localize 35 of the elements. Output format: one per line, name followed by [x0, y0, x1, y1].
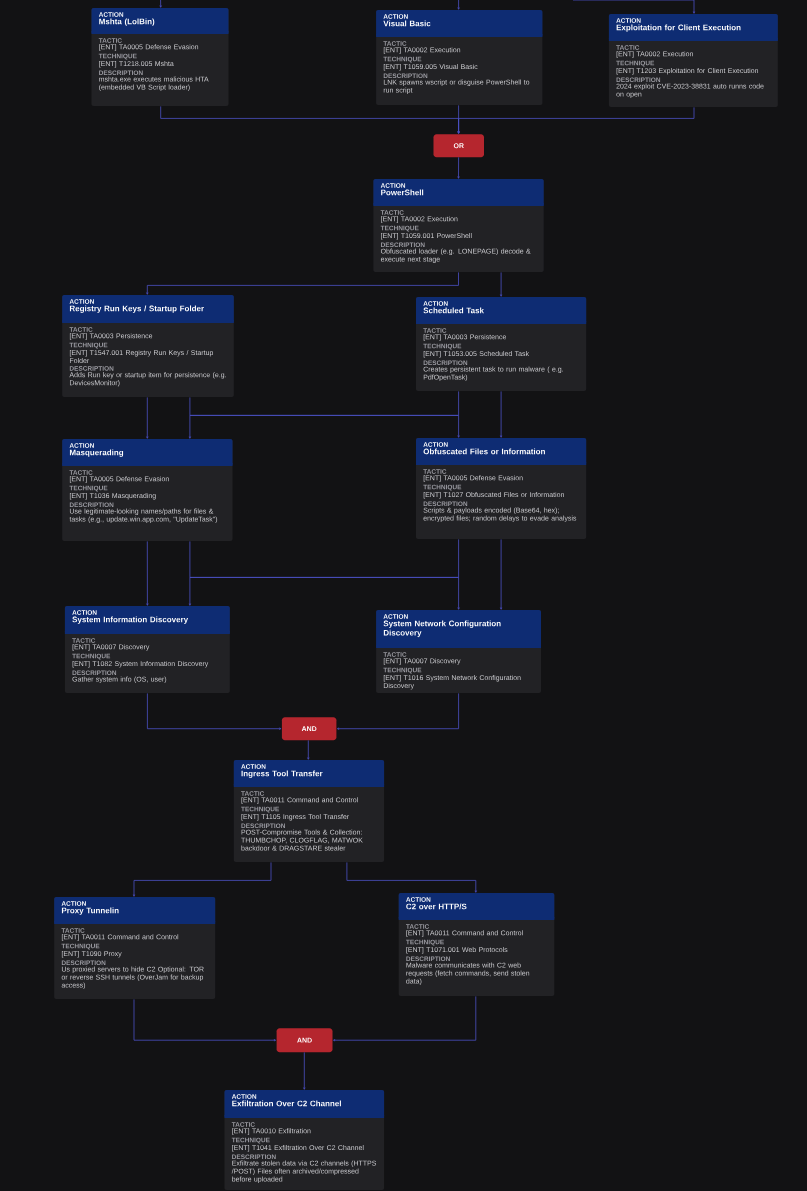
- card-title: C2 over HTTP/S: [406, 903, 467, 910]
- card-title: System Information Discovery: [72, 616, 189, 624]
- card-title: Proxy Tunnelin: [61, 907, 119, 915]
- arrow: [146, 397, 149, 439]
- arrow: [499, 391, 503, 438]
- arrow: [572, 0, 696, 14]
- arrow: [146, 541, 149, 606]
- arrow: [499, 272, 503, 297]
- card-title: Masquerading: [69, 449, 124, 457]
- card-title: Exploitation for Client Execution: [616, 24, 741, 32]
- arrow: [333, 996, 477, 1042]
- arrow: [303, 1052, 306, 1090]
- card-title: Ingress Tool Transfer: [241, 770, 323, 778]
- arrow: [132, 862, 272, 897]
- card-title: System Network Configuration Discovery: [383, 620, 501, 638]
- arrow: [457, 157, 460, 179]
- arrow: [188, 391, 459, 439]
- card-title: Visual Basic: [383, 20, 431, 27]
- arrow: [346, 862, 477, 893]
- arrow: [147, 693, 282, 730]
- arrow: [499, 539, 503, 610]
- arrow: [159, 0, 162, 8]
- card-title: Scheduled Task: [423, 307, 484, 314]
- arrow: [457, 0, 460, 10]
- card-title: Exfiltration Over C2 Channel: [232, 1100, 341, 1107]
- card-title: Obfuscated Files or Information: [423, 448, 545, 455]
- arrow: [133, 999, 277, 1042]
- arrow: [457, 107, 695, 134]
- card-title: PowerShell: [381, 189, 424, 196]
- arrow: [307, 740, 310, 760]
- arrow: [146, 272, 459, 295]
- arrow: [189, 397, 460, 438]
- card-title: Mshta (LolBin): [99, 18, 155, 26]
- arrow: [336, 693, 459, 730]
- card-title: Registry Run Keys / Startup Folder: [69, 305, 204, 313]
